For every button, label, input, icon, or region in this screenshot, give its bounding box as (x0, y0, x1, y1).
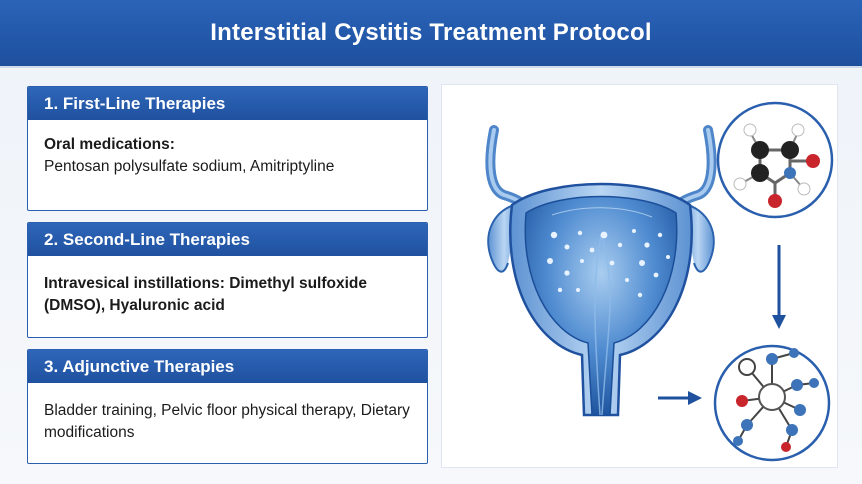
title-banner: Interstitial Cystitis Treatment Protocol (0, 0, 862, 68)
card-heading: 2. Second-Line Therapies (28, 223, 427, 256)
arrow-right-icon (658, 391, 702, 405)
card-text: Intravesical instillations: Dimethyl sul… (44, 275, 368, 314)
card-adjunctive: 3. Adjunctive Therapies Bladder training… (27, 349, 428, 464)
card-body: Oral medications: Pentosan polysulfate s… (28, 120, 427, 190)
network-molecule-icon (713, 344, 831, 462)
card-heading: 1. First-Line Therapies (28, 87, 427, 120)
arrow-down-icon (772, 245, 786, 329)
card-text: Pentosan polysulfate sodium, Amitriptyli… (44, 158, 335, 175)
bubble-group (547, 229, 670, 298)
card-text: Bladder training, Pelvic floor physical … (44, 402, 410, 441)
card-body: Bladder training, Pelvic floor physical … (28, 383, 427, 456)
molecule-icon (716, 101, 834, 219)
card-label: Oral medications: (44, 136, 175, 153)
card-body: Intravesical instillations: Dimethyl sul… (28, 256, 427, 329)
page-title: Interstitial Cystitis Treatment Protocol (210, 19, 652, 46)
card-heading: 3. Adjunctive Therapies (28, 350, 427, 383)
illustration-panel (441, 84, 838, 468)
card-second-line: 2. Second-Line Therapies Intravesical in… (27, 222, 428, 338)
bladder-illustration (485, 101, 834, 462)
card-first-line: 1. First-Line Therapies Oral medications… (27, 86, 428, 211)
